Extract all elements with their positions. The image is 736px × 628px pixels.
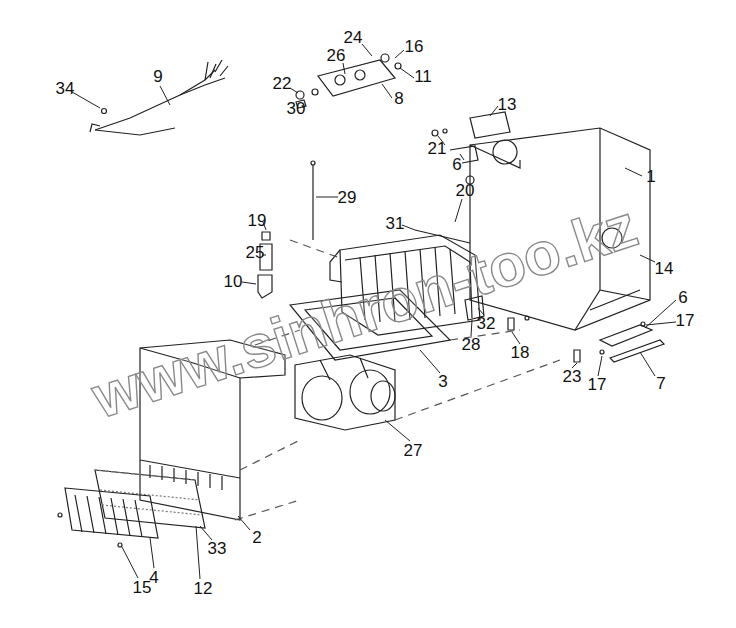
fitting — [508, 318, 514, 330]
receiver-drier — [258, 232, 272, 298]
callout-number: 1 — [646, 168, 655, 185]
callout-number: 11 — [414, 68, 432, 85]
callout-number: 32 — [477, 315, 496, 332]
callout-number: 19 — [248, 212, 267, 229]
rod — [312, 165, 313, 240]
callout-number: 34 — [56, 80, 75, 97]
callout-number: 16 — [405, 38, 424, 55]
callout-number: 28 — [462, 336, 481, 353]
callout-number: 30 — [287, 100, 306, 117]
callout-number: 2 — [252, 529, 261, 546]
callout-number: 13 — [498, 96, 517, 113]
callout-number: 21 — [428, 140, 447, 157]
callout-number: 3 — [438, 373, 447, 390]
callout-number: 17 — [676, 312, 695, 329]
callout-number: 26 — [327, 47, 346, 64]
callout-number: 8 — [394, 90, 403, 107]
bracket — [600, 325, 652, 346]
callout-number: 14 — [655, 260, 674, 277]
control-panel — [296, 54, 401, 108]
callout-number: 22 — [273, 75, 292, 92]
callout-number: 31 — [386, 215, 405, 232]
callout-number: 20 — [456, 182, 475, 199]
callout-number: 27 — [404, 442, 423, 459]
callout-number: 33 — [208, 540, 227, 557]
callout-number: 15 — [133, 579, 152, 596]
callout-number: 12 — [194, 580, 213, 597]
callout-number: 18 — [511, 344, 530, 361]
wire-harness — [90, 60, 228, 135]
watermark: www.sinhron-too.kz — [86, 196, 645, 429]
fitting — [574, 350, 580, 362]
callout-number: 23 — [563, 368, 582, 385]
leader-line — [72, 44, 676, 579]
callout-number: 6 — [452, 156, 461, 173]
callout-number: 25 — [246, 244, 265, 261]
callout-number: 29 — [338, 189, 357, 206]
callout-number: 17 — [588, 376, 607, 393]
callout-number: 9 — [153, 68, 162, 85]
callout-number: 6 — [678, 289, 687, 306]
callout-number: 10 — [224, 273, 243, 290]
louver — [65, 488, 158, 538]
callout-number: 24 — [344, 29, 363, 46]
blower — [295, 355, 395, 430]
bracket — [610, 340, 664, 362]
callout-number: 7 — [656, 375, 665, 392]
